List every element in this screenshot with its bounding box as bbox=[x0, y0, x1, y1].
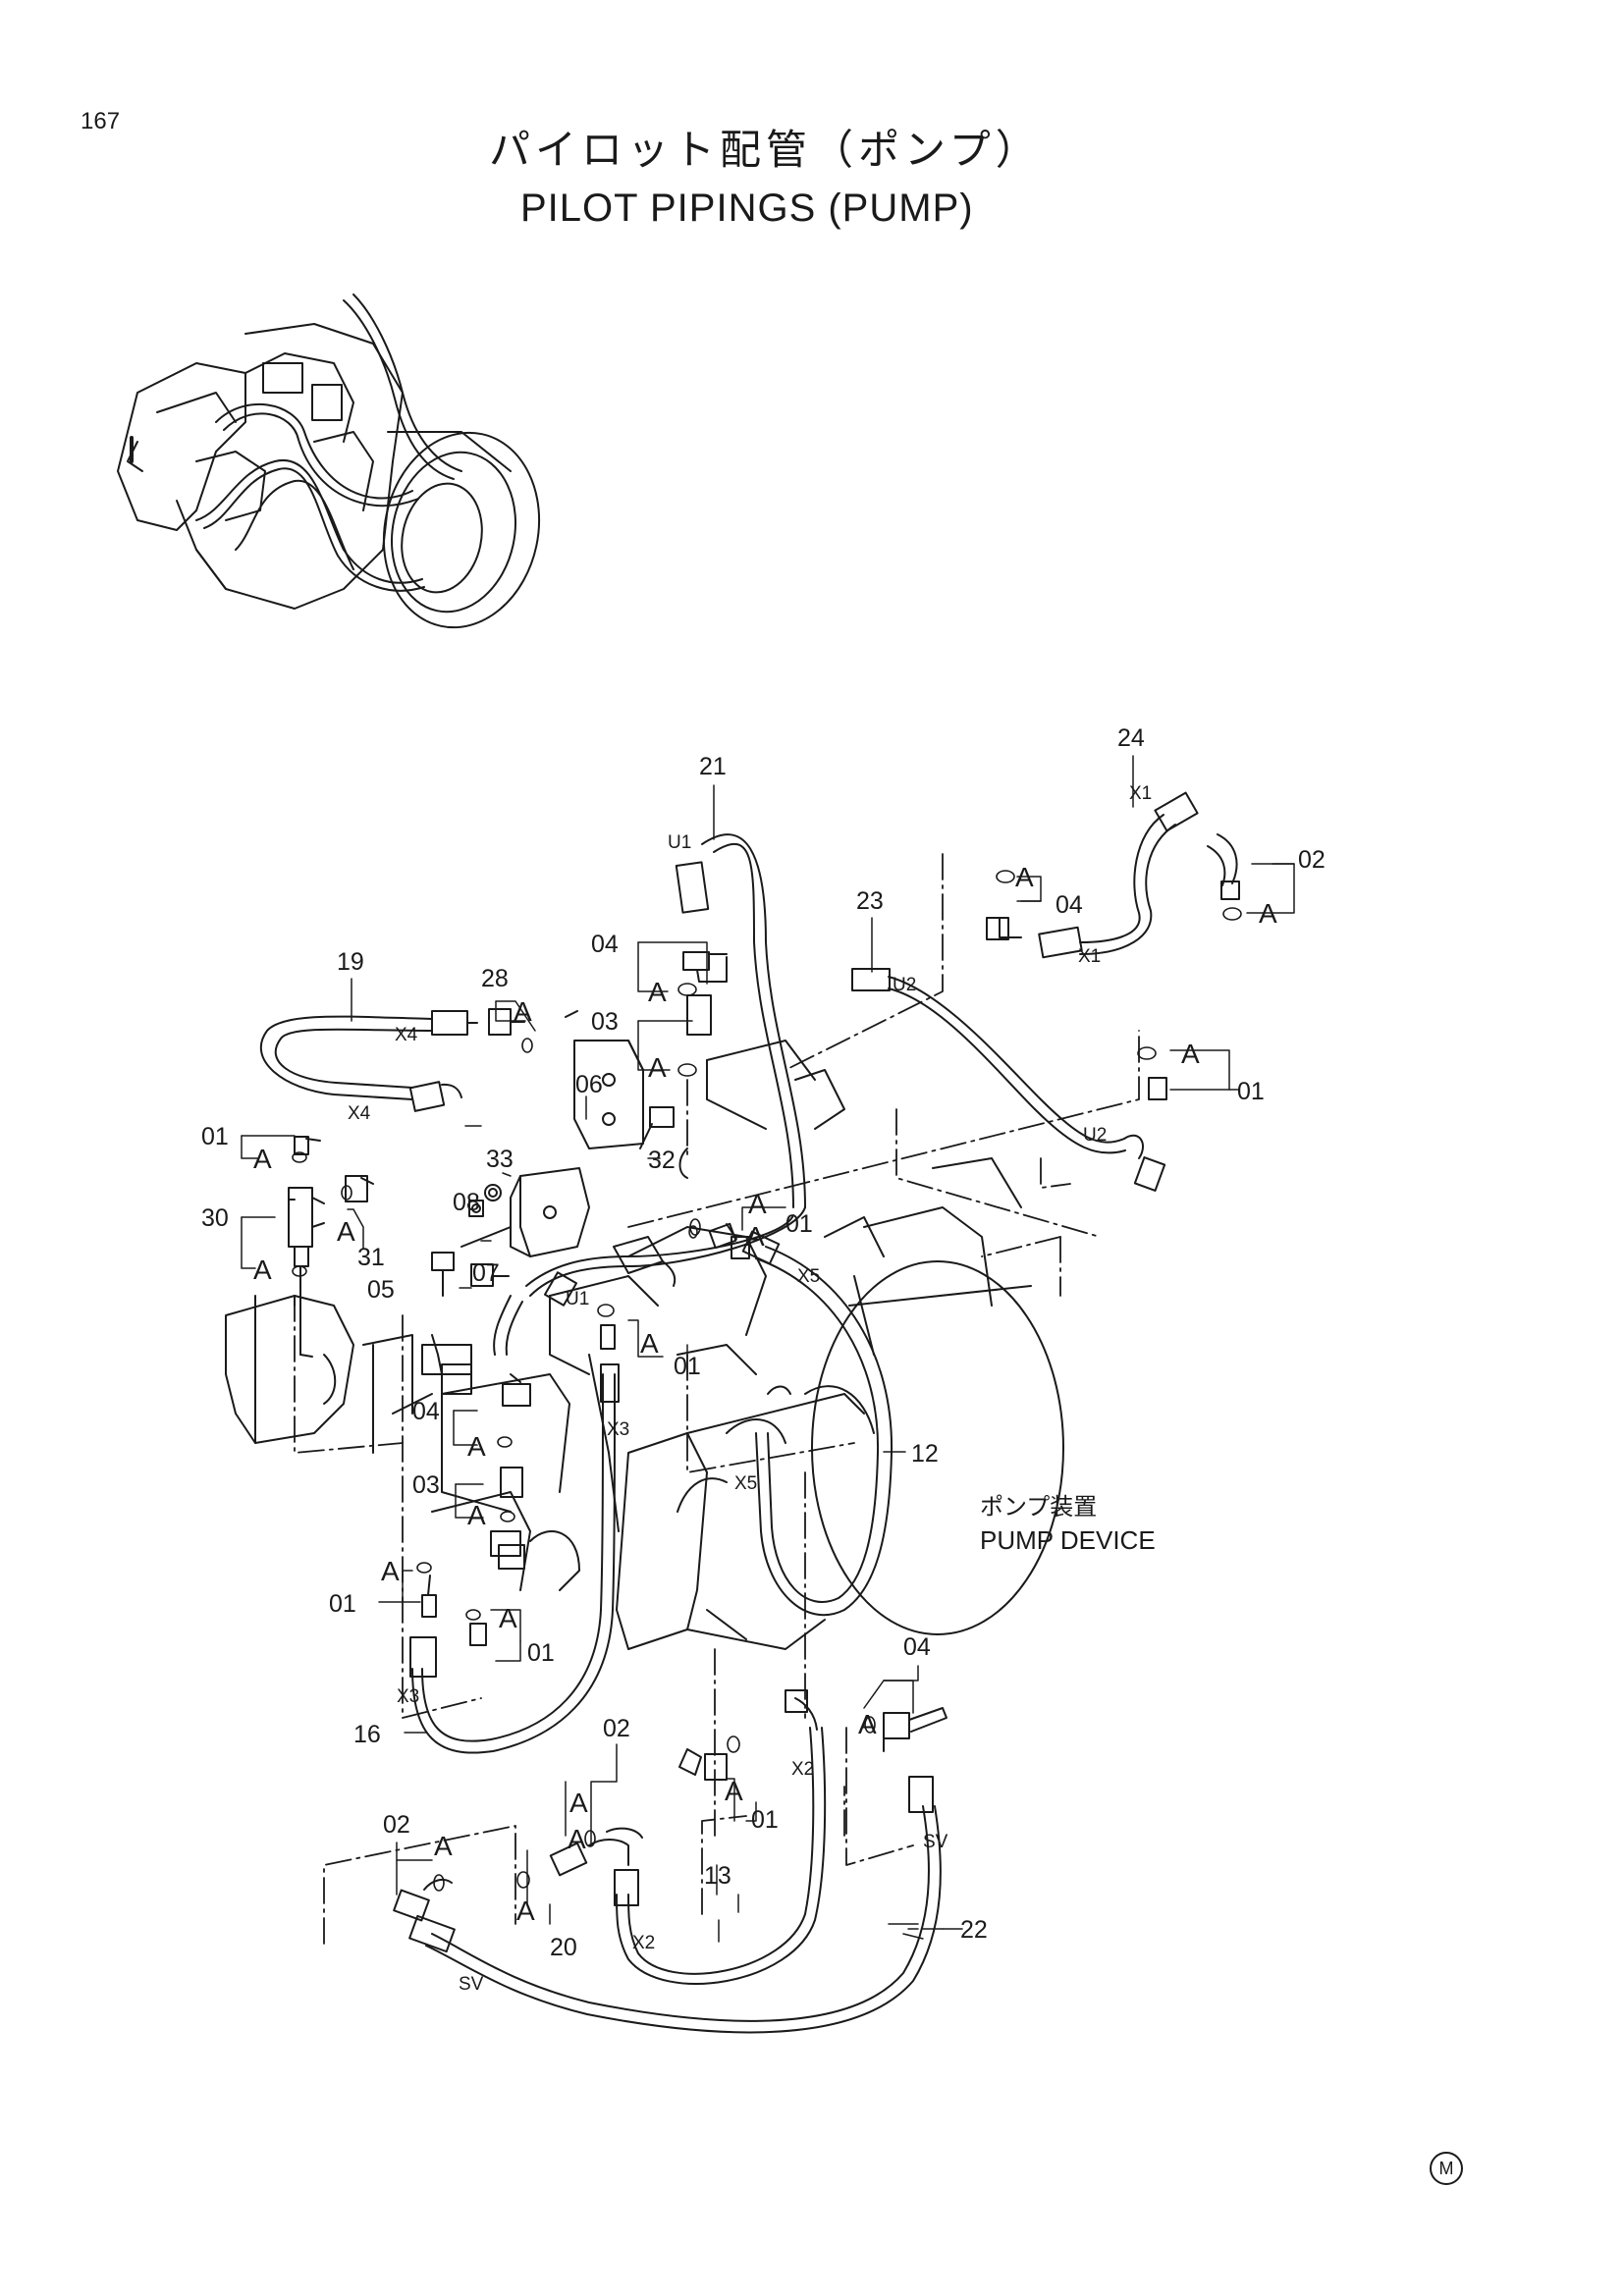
detail-letter: A bbox=[746, 1221, 765, 1252]
callout-label: 04 bbox=[903, 1633, 931, 1661]
hose-19 bbox=[259, 1010, 478, 1112]
port-tag: X5 bbox=[734, 1473, 757, 1494]
callout-label: 01 bbox=[785, 1210, 813, 1238]
callout-label: 31 bbox=[357, 1244, 385, 1271]
small-hardware bbox=[431, 1010, 675, 1297]
detail-letter: A bbox=[1181, 1039, 1200, 1069]
detail-letter: A bbox=[640, 1328, 659, 1359]
pump-device-body bbox=[225, 1040, 1064, 1650]
detail-letter: A bbox=[337, 1216, 355, 1247]
callout-label: 04 bbox=[591, 931, 619, 958]
detail-letter: A bbox=[467, 1431, 486, 1462]
leader-lines bbox=[241, 755, 1295, 1943]
page-number: 167 bbox=[81, 108, 121, 134]
port-tag: X4 bbox=[348, 1103, 371, 1124]
callout-labels: 21 24 23 19 28 06 02 04 04 03 01 01 30 0… bbox=[201, 724, 1326, 1961]
callout-label: 16 bbox=[353, 1721, 381, 1748]
detail-letter: A bbox=[1015, 862, 1034, 892]
port-tag: X4 bbox=[395, 1025, 418, 1045]
callout-label: 23 bbox=[856, 887, 884, 915]
callout-label: 28 bbox=[481, 965, 509, 992]
port-tag: X1 bbox=[1078, 946, 1101, 967]
port-tag: X1 bbox=[1129, 783, 1152, 804]
detail-letter: A bbox=[648, 977, 667, 1007]
detail-letter: A bbox=[858, 1709, 877, 1739]
detail-letter: A bbox=[568, 1824, 586, 1854]
port-tag: X5 bbox=[797, 1266, 820, 1287]
port-tag: X3 bbox=[397, 1686, 419, 1707]
page-title-english: PILOT PIPINGS (PUMP) bbox=[520, 187, 974, 230]
callout-label: 01 bbox=[751, 1806, 779, 1834]
callout-label: 04 bbox=[1056, 891, 1083, 919]
detail-letter: A bbox=[253, 1144, 272, 1174]
callout-label: 33 bbox=[486, 1146, 514, 1173]
hose-13 bbox=[614, 1689, 827, 1985]
detail-letter: A bbox=[434, 1831, 453, 1861]
port-tag: U2 bbox=[893, 975, 916, 995]
callout-label: 05 bbox=[367, 1276, 395, 1304]
detail-letter: A bbox=[569, 1788, 588, 1818]
o-rings bbox=[292, 870, 1242, 1892]
port-tag: X2 bbox=[791, 1759, 814, 1780]
pump-device-label-japanese: ポンプ装置 bbox=[980, 1493, 1098, 1521]
callout-label: 07 bbox=[472, 1259, 500, 1287]
hose-21 bbox=[525, 833, 806, 1297]
callout-label: 01 bbox=[527, 1639, 555, 1667]
port-tag: X2 bbox=[632, 1933, 655, 1953]
detail-letter: A bbox=[467, 1500, 486, 1530]
callout-label: 06 bbox=[575, 1071, 603, 1098]
port-tags: U1 X1 X1 U2 U2 X4 X4 U1 X5 X5 X3 X3 X2 X… bbox=[348, 783, 1152, 1995]
port-tag: U2 bbox=[1083, 1125, 1107, 1146]
hose-22 bbox=[408, 1776, 942, 2034]
hose-16 bbox=[409, 1363, 620, 1754]
callout-label: 22 bbox=[960, 1916, 988, 1944]
detail-letter: A bbox=[648, 1052, 667, 1083]
callout-label: 04 bbox=[412, 1398, 440, 1425]
pump-assembly-thumbnail bbox=[117, 294, 541, 629]
port-tag: X3 bbox=[607, 1419, 629, 1440]
detail-letter: A bbox=[499, 1603, 517, 1633]
port-tag: U1 bbox=[566, 1289, 589, 1309]
circled-m-mark: M bbox=[1430, 2152, 1463, 2185]
port-tag: U1 bbox=[668, 832, 691, 853]
hose-12 bbox=[741, 1230, 893, 1617]
detail-letters: A A A A A A A A A A A A A A A A A A A A … bbox=[253, 862, 1277, 1926]
callout-label: 21 bbox=[699, 753, 727, 780]
callout-label: 03 bbox=[412, 1471, 440, 1499]
detail-letter: A bbox=[514, 996, 532, 1027]
detail-letter: A bbox=[516, 1896, 535, 1926]
callout-label: 02 bbox=[1298, 846, 1326, 874]
hose-23 bbox=[851, 968, 1166, 1192]
hose-24 bbox=[1038, 791, 1240, 959]
detail-letter: A bbox=[748, 1189, 767, 1219]
callout-label: 03 bbox=[591, 1008, 619, 1036]
callout-label: 24 bbox=[1117, 724, 1145, 752]
callout-label: 01 bbox=[201, 1123, 229, 1150]
callout-label: 13 bbox=[704, 1862, 731, 1890]
port-tag: SV bbox=[459, 1974, 484, 1995]
callout-label: 12 bbox=[911, 1440, 939, 1468]
port-tag: SV bbox=[923, 1832, 948, 1852]
detail-letter: A bbox=[1259, 898, 1277, 929]
callout-label: 19 bbox=[337, 948, 364, 976]
pump-device-label-english: PUMP DEVICE bbox=[980, 1525, 1156, 1555]
detail-letter: A bbox=[253, 1255, 272, 1285]
callout-label: 01 bbox=[674, 1353, 701, 1380]
callout-label: 20 bbox=[550, 1934, 577, 1961]
page-title-japanese: パイロット配管（ポンプ） bbox=[489, 126, 1042, 174]
callout-label: 08 bbox=[453, 1189, 480, 1216]
callout-label: 02 bbox=[603, 1715, 630, 1742]
callout-label: 02 bbox=[383, 1811, 410, 1839]
callout-label: 30 bbox=[201, 1204, 229, 1232]
callout-label: 01 bbox=[329, 1590, 356, 1618]
detail-letter: A bbox=[725, 1776, 743, 1806]
callout-label: 32 bbox=[648, 1147, 676, 1174]
callout-label: 01 bbox=[1237, 1078, 1265, 1105]
detail-letter: A bbox=[381, 1556, 400, 1586]
connection-lines bbox=[294, 853, 1140, 1945]
